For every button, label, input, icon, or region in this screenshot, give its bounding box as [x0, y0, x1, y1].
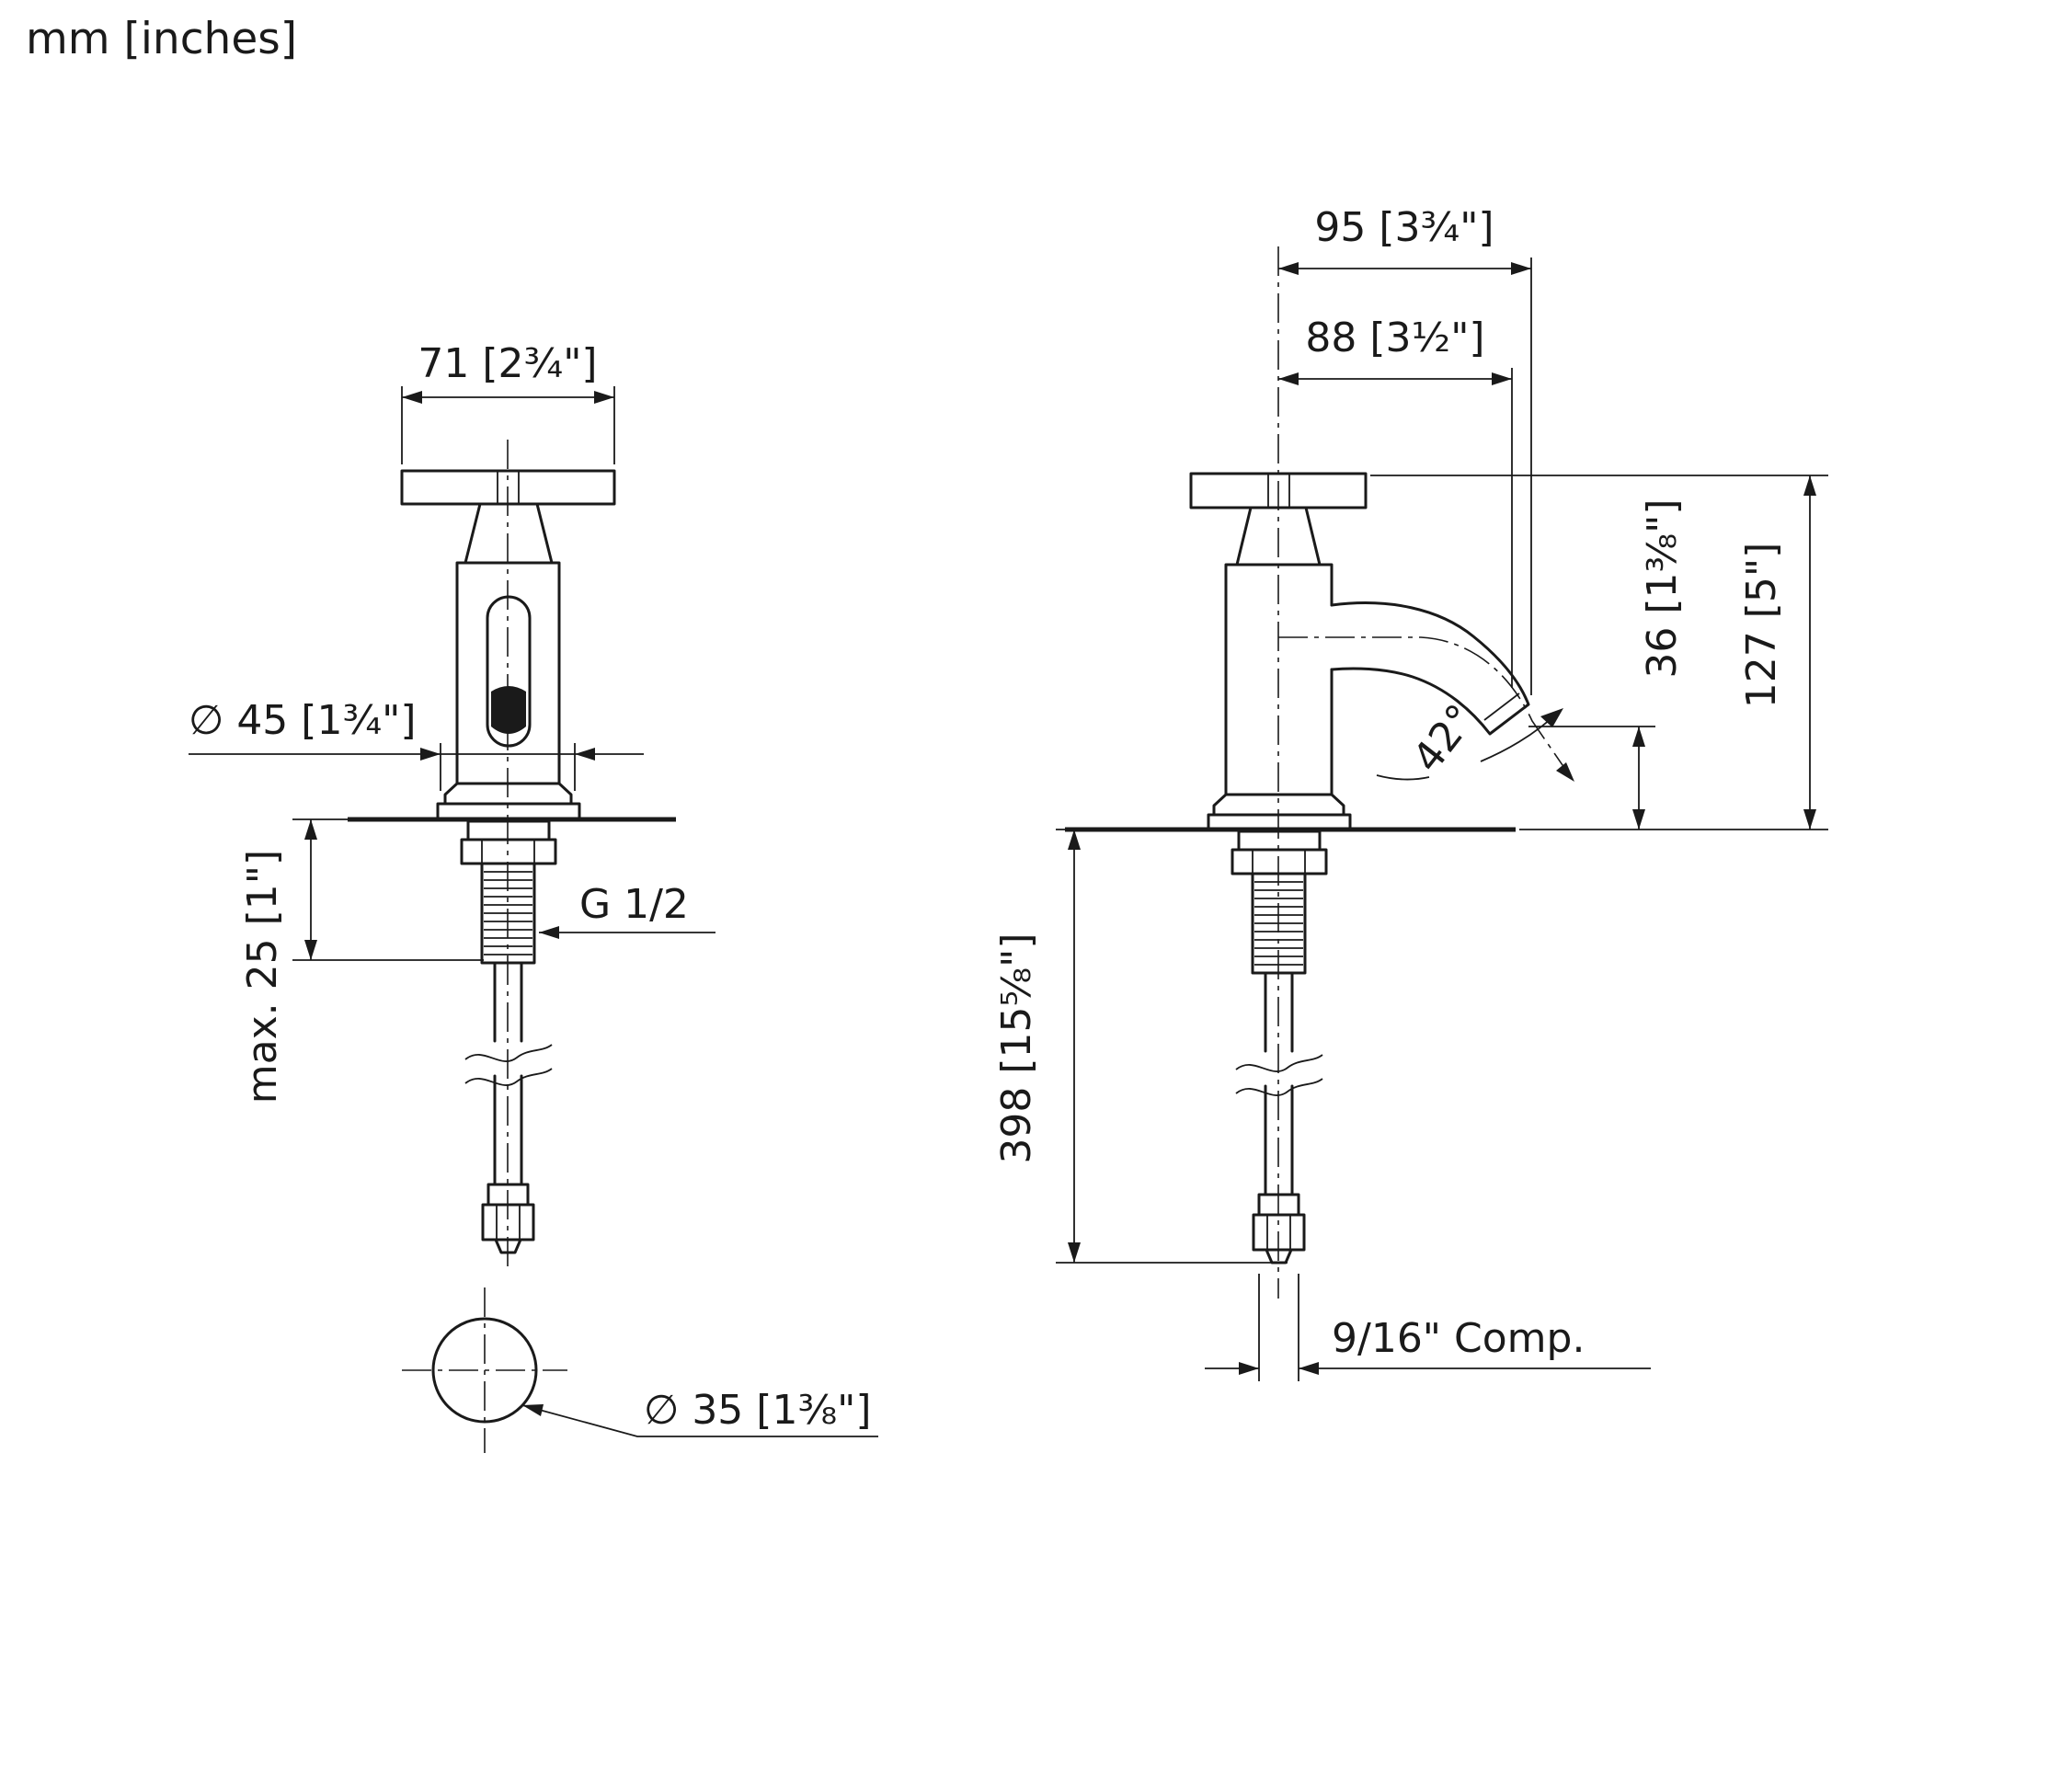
dim-compression-size-label: 9/16" Comp. [1332, 1315, 1585, 1362]
handle-neck [1235, 506, 1322, 566]
dim-max-mounting-depth-label: max. 25 [1"] [239, 850, 286, 1104]
dim-handle-width: 71 [2¾"] [401, 340, 615, 464]
faucet-body [1224, 563, 1334, 796]
dim-supply-length: 398 [15⅝"] [993, 829, 1288, 1264]
dim-base-diameter-label: ∅ 45 [1¾"] [189, 697, 417, 744]
handle-bar [1189, 472, 1368, 509]
dim-compression-size: 9/16" Comp. [1205, 1274, 1651, 1381]
dim-handle-width-label: 71 [2¾"] [418, 340, 597, 387]
front-view: 71 [2¾"] ∅ 45 [1¾"] max. 25 [1"] G 1/2 [189, 340, 878, 1453]
units-label: mm [inches] [26, 14, 297, 64]
mounting-assembly [1231, 830, 1328, 1264]
dim-supply-length-label: 398 [15⅝"] [993, 933, 1040, 1163]
thread-size-label: G 1/2 [579, 881, 689, 928]
dim-spout-angle-label: 42° [1403, 696, 1484, 782]
aerator-outlet [491, 686, 526, 734]
dim-projection-spout-label: 88 [3½"] [1305, 315, 1484, 361]
base-plate [436, 802, 581, 821]
dim-hole-diameter-label: ∅ 35 [1⅜"] [644, 1387, 872, 1434]
handle-hub [497, 471, 520, 504]
dim-base-diameter: ∅ 45 [1¾"] [189, 697, 644, 791]
mounting-hole-detail: ∅ 35 [1⅜"] [402, 1287, 878, 1453]
dim-spout-height-label: 36 [1⅜"] [1639, 498, 1686, 678]
spout-axis-centerline [1278, 636, 1574, 781]
dim-total-height-label: 127 [5"] [1738, 543, 1785, 709]
dim-projection-spout: 88 [3½"] [1278, 315, 1513, 688]
handle-neck [464, 502, 554, 565]
handle-bar [400, 469, 616, 506]
dim-projection-total: 95 [3¾"] [1278, 204, 1532, 695]
handle-hub [1267, 474, 1290, 508]
spout-outlet-line [1483, 692, 1520, 721]
base-skirt [443, 782, 573, 806]
thread-size-callout: G 1/2 [539, 881, 715, 939]
faucet-body [455, 561, 561, 785]
spout [1330, 601, 1530, 736]
dim-spout-angle: 42° [1376, 696, 1563, 782]
side-view: 42° 95 [3¾"] 88 [3½"] 36 [1⅜"] [993, 204, 1828, 1381]
dim-max-mounting-depth: max. 25 [1"] [239, 818, 484, 1104]
hole-crosshair [402, 1287, 567, 1453]
body-slot [486, 595, 532, 748]
dim-total-height: 127 [5"] [1370, 475, 1828, 830]
dim-projection-total-label: 95 [3¾"] [1314, 204, 1494, 251]
mounting-assembly [460, 819, 557, 1254]
dim-spout-height: 36 [1⅜"] [1528, 498, 1686, 830]
spout-axis-arrow [1556, 762, 1574, 782]
base-skirt [1212, 793, 1345, 817]
